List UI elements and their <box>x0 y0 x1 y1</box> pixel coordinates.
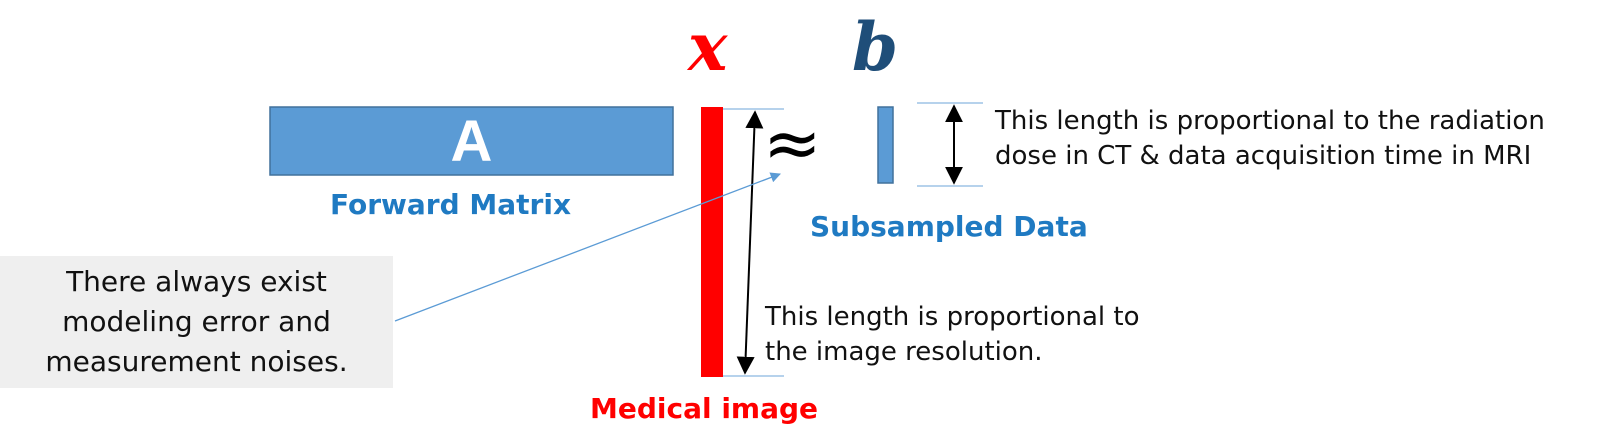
measurement-length-note: This length is proportional to the radia… <box>995 104 1545 174</box>
callout-line: measurement noises. <box>45 345 348 378</box>
noise-callout-text: There always exist modeling error and me… <box>45 262 347 382</box>
forward-matrix-label: Forward Matrix <box>330 188 572 221</box>
symbol-x: x <box>688 8 728 86</box>
callout-line: There always exist <box>66 265 327 298</box>
measurement-length-note-line: dose in CT & data acquisition time in MR… <box>995 141 1532 171</box>
image-length-arrow <box>736 110 764 375</box>
image-length-note: This length is proportional to the image… <box>765 300 1140 370</box>
measurement-length-note-line: This length is proportional to the radia… <box>995 106 1545 136</box>
symbol-a: A <box>450 108 493 174</box>
subsampled-data-label: Subsampled Data <box>810 210 1088 243</box>
symbol-b: b <box>852 8 899 86</box>
callout-line: modeling error and <box>62 305 331 338</box>
medical-image-bar <box>701 107 723 377</box>
approx-symbol: ≈ <box>763 102 822 184</box>
medical-image-label: Medical image <box>590 392 819 425</box>
callout-pointer-line <box>394 172 781 322</box>
subsampled-data-bar <box>877 106 894 184</box>
image-length-note-line: This length is proportional to <box>765 302 1140 332</box>
image-length-note-line: the image resolution. <box>765 337 1043 367</box>
noise-callout-box: There always exist modeling error and me… <box>0 256 393 388</box>
forward-matrix-block <box>269 106 674 176</box>
